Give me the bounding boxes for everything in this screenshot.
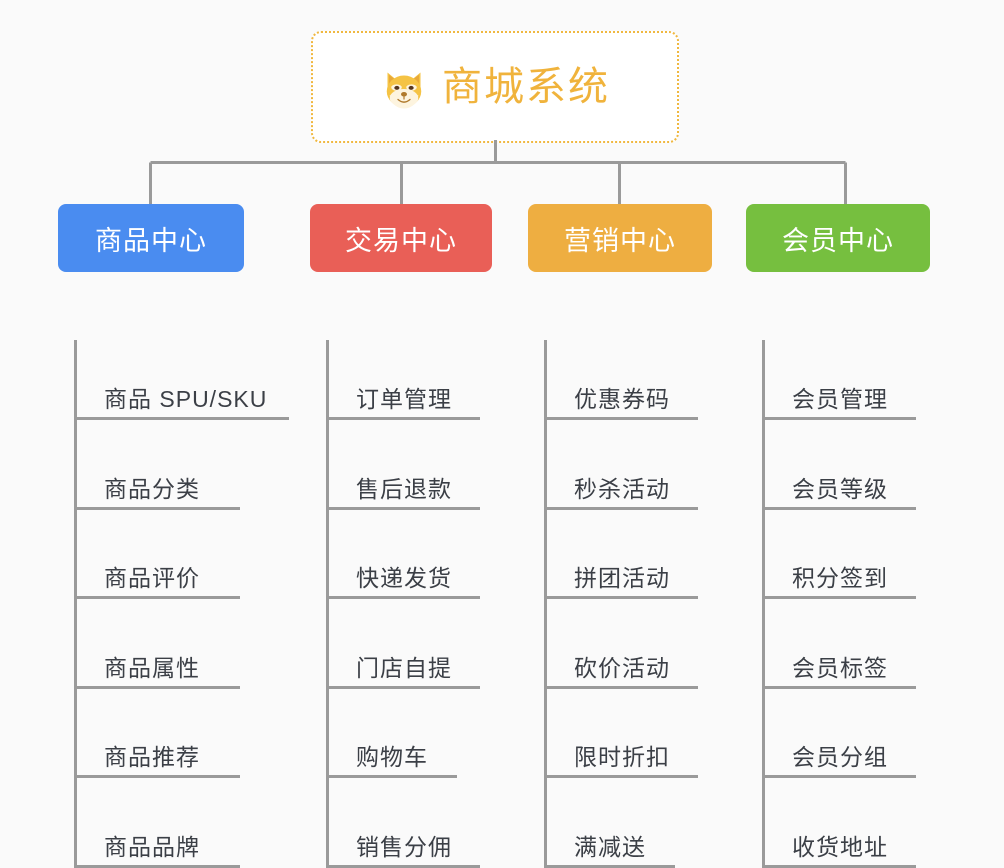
list-item-label: 门店自提 <box>356 655 452 681</box>
list-item-label: 满减送 <box>574 834 646 860</box>
list-item-label: 限时折扣 <box>574 744 670 770</box>
list-item-label: 购物车 <box>356 744 428 770</box>
category-column-2: 交易中心 订单管理 售后退款 快递发货 门店自提 购物车 <box>310 204 492 868</box>
list-item-underline <box>74 775 240 778</box>
list-item-label: 订单管理 <box>356 386 452 412</box>
category-header-3[interactable]: 营销中心 <box>528 204 712 272</box>
list-item-underline <box>544 507 698 510</box>
root-title: 商城系统 <box>442 65 610 109</box>
connector-lines <box>149 140 847 204</box>
list-item-underline <box>544 775 698 778</box>
list-item-underline <box>326 507 480 510</box>
category-header-2[interactable]: 交易中心 <box>310 204 492 272</box>
list-item-underline <box>762 417 916 420</box>
list-item-label: 商品属性 <box>104 655 200 681</box>
list-item-label: 拼团活动 <box>574 565 670 591</box>
root-node[interactable]: 商城系统 <box>311 31 679 143</box>
list-item-underline <box>326 775 457 778</box>
trunk-line-4 <box>762 340 765 868</box>
category-column-3: 营销中心 优惠券码 秒杀活动 拼团活动 砍价活动 限时折扣 <box>528 204 712 868</box>
list-item-label: 商品评价 <box>104 565 200 591</box>
list-item-label: 秒杀活动 <box>574 476 670 502</box>
list-item-underline <box>544 417 698 420</box>
list-item-underline <box>544 686 698 689</box>
list-item-underline <box>762 686 916 689</box>
list-item-underline <box>74 417 289 420</box>
list-item-label: 快递发货 <box>356 565 452 591</box>
list-item-label: 优惠券码 <box>574 386 670 412</box>
list-item-underline <box>326 596 480 599</box>
list-item-label: 会员分组 <box>792 744 888 770</box>
list-item-label: 会员管理 <box>792 386 888 412</box>
list-item-label: 售后退款 <box>356 476 452 502</box>
list-item-label: 砍价活动 <box>574 655 670 681</box>
trunk-line-1 <box>74 340 77 868</box>
shiba-dog-face-icon <box>380 65 428 113</box>
category-header-2-label: 交易中心 <box>345 225 457 256</box>
category-header-1[interactable]: 商品中心 <box>58 204 244 272</box>
list-item-label: 商品品牌 <box>104 834 200 860</box>
category-header-4-label: 会员中心 <box>782 225 894 256</box>
list-item-underline <box>74 596 240 599</box>
category-header-4[interactable]: 会员中心 <box>746 204 930 272</box>
list-item-label: 商品推荐 <box>104 744 200 770</box>
list-item-label: 销售分佣 <box>356 834 452 860</box>
mindmap-canvas: 商城系统 商品中心 商品 SPU/SKU 商品分类 <box>58 31 930 868</box>
list-item-label: 收货地址 <box>792 834 888 860</box>
list-item-underline <box>762 596 916 599</box>
list-item-underline <box>762 775 916 778</box>
list-item-underline <box>74 686 240 689</box>
list-item-underline <box>544 596 698 599</box>
category-column-1: 商品中心 商品 SPU/SKU 商品分类 商品评价 商品属性 商品推荐 <box>58 204 289 868</box>
list-item-underline <box>326 417 480 420</box>
list-item-underline <box>74 507 240 510</box>
category-header-1-label: 商品中心 <box>95 225 207 256</box>
list-item-label: 商品 SPU/SKU <box>104 386 268 412</box>
list-item-label: 会员等级 <box>792 476 888 502</box>
trunk-line-2 <box>326 340 329 868</box>
category-column-4: 会员中心 会员管理 会员等级 积分签到 会员标签 会员分组 <box>746 204 930 868</box>
list-item-label: 积分签到 <box>792 565 888 591</box>
trunk-line-3 <box>544 340 547 868</box>
list-item-underline <box>326 686 480 689</box>
list-item-label: 商品分类 <box>104 476 200 502</box>
list-item-underline <box>762 507 916 510</box>
category-header-3-label: 营销中心 <box>564 225 676 256</box>
list-item-label: 会员标签 <box>792 655 888 681</box>
